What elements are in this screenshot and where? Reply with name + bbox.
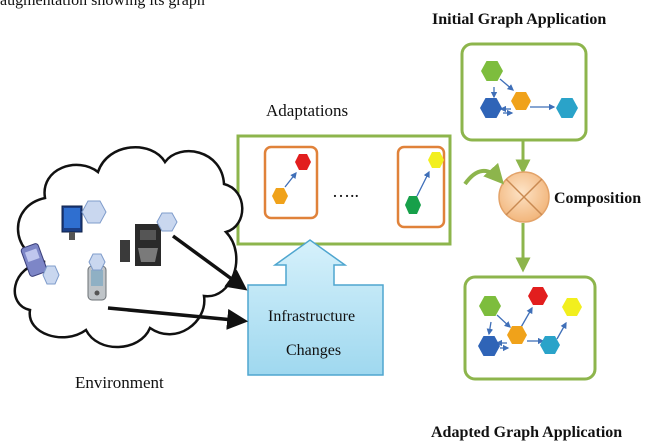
adaptations-frame: [236, 134, 452, 246]
initial-node-orange: [511, 92, 531, 110]
infrastructure-changes-label-line1: Infrastructure: [268, 308, 356, 325]
adapted-node-blue: [478, 336, 500, 356]
adaptations-ellipsis: …..: [332, 181, 359, 201]
environment-devices: [20, 200, 178, 301]
infrastructure-changes-callout: [247, 239, 384, 376]
adaptation-2-node-green: [405, 196, 421, 214]
adapted-graph-edges: [486, 306, 567, 352]
adapted-node-red: [528, 287, 548, 305]
adaptation-card-2: [396, 145, 446, 229]
gps-device-icon: [20, 243, 48, 277]
phone-hexagon: [88, 253, 106, 271]
adapted-node-teal: [540, 336, 560, 354]
arrow-environment-to-infrastructure-2: [107, 306, 249, 330]
adaptation-1-node-orange: [272, 188, 288, 204]
adapted-graph-application-label: Adapted Graph Application: [431, 424, 623, 441]
adaptations-label: Adaptations: [266, 101, 349, 120]
adapted-graph-frame: [463, 275, 597, 381]
arrow-adaptations-to-composition: [463, 162, 505, 186]
infrastructure-changes-label-line2: Changes: [286, 342, 342, 359]
monitor-hexagon: [81, 200, 107, 224]
initial-graph-edges: [490, 78, 556, 117]
initial-graph-frame: [460, 42, 588, 142]
adaptation-1-node-red: [295, 154, 311, 170]
composition-label: Composition: [554, 190, 642, 207]
adaptation-card-1: [263, 145, 319, 220]
environment-label: Environment: [75, 373, 164, 392]
coffee-machine-hexagon: [156, 212, 178, 232]
caption-fragment: augmentation showing its graph: [0, 0, 205, 9]
mobile-phone-icon: [87, 265, 107, 301]
arrow-environment-to-infrastructure-1: [171, 234, 248, 291]
adapted-node-green: [479, 296, 501, 316]
initial-node-green: [481, 61, 503, 81]
monitor-icon: [61, 205, 83, 240]
gps-hexagon: [42, 265, 60, 285]
initial-graph-application-label: Initial Graph Application: [432, 11, 607, 28]
adapted-node-orange: [507, 326, 527, 344]
composition-operator: [498, 171, 550, 223]
initial-node-teal: [556, 98, 578, 118]
adapted-node-yellow: [562, 298, 582, 316]
initial-node-blue: [480, 98, 502, 118]
adaptation-2-node-yellow: [428, 152, 444, 168]
coffee-machine-icon: [120, 224, 161, 266]
